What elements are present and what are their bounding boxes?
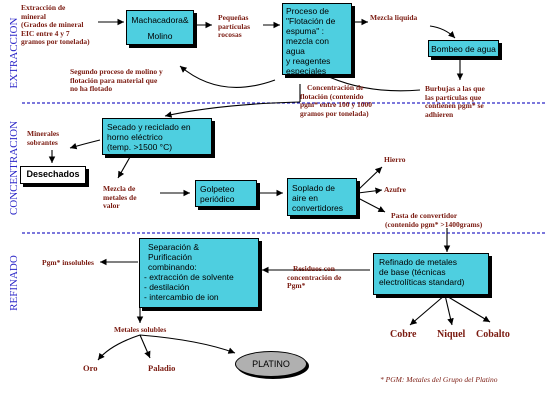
soluble-metals-label: Metales solubles	[114, 325, 167, 334]
section-label-extraction: EXTRACCION	[8, 17, 20, 89]
converter-matte-label: Pasta de convertidor (contenido pgm* >14…	[385, 211, 483, 229]
iron-label: Hierro	[384, 155, 406, 164]
section-label-refining: REFINADO	[8, 255, 20, 311]
drying-recycling-box: Secado y reciclado en horno eléctrico (t…	[102, 118, 212, 155]
copper-label: Cobre	[390, 329, 417, 340]
small-particles-label: Pequeñas partículas rocosas	[218, 13, 251, 39]
ore-extraction-label: Extracción de mineral (Grados de mineral…	[21, 3, 90, 46]
bubbles-label: Burbujas a las que las partículas que co…	[425, 84, 485, 119]
insoluble-pgm-label: Pgm* insolubles	[42, 258, 94, 267]
sulfur-label: Azufre	[384, 185, 406, 194]
liquid-mix-label: Mezcla liquida	[370, 13, 418, 22]
flotation-concentration-label: Concentración de flotación (contenido pg…	[300, 83, 372, 118]
discarded-box: Desechados	[20, 166, 86, 184]
cobalt-label: Cobalto	[476, 329, 510, 340]
leftover-minerals-label: Minerales sobrantes	[27, 129, 60, 147]
platinum-ellipse: PLATINO	[235, 351, 307, 377]
separation-purification-box: Separación & Purificación combinando: - …	[139, 238, 259, 308]
gold-label: Oro	[83, 363, 98, 373]
nickel-label: Niquel	[437, 329, 466, 340]
crusher-mill-box: Machacadora& Molino	[126, 10, 194, 45]
froth-flotation-box: Proceso de "Flotación de espuma" : mezcl…	[282, 3, 352, 76]
second-process-label: Segundo proceso de molino y flotación pa…	[70, 67, 163, 93]
air-blowing-box: Soplado de aire en convertidores	[287, 178, 357, 216]
discarded-label: Desechados	[26, 169, 80, 179]
water-pump-box: Bombeo de agua	[428, 40, 499, 57]
palladium-label: Paladio	[148, 363, 176, 373]
section-label-concentration: CONCENTRACION	[8, 120, 20, 216]
pgm-footnote: * PGM: Metales del Grupo del Platino	[380, 375, 498, 384]
residues-label: Residuos con concentración de Pgm*	[287, 264, 342, 290]
valuable-metals-mix-label: Mezcla de metales de valor	[103, 184, 137, 210]
base-metals-refining-box: Refinado de metales de base (técnicas el…	[373, 253, 489, 295]
periodic-tapping-box: Golpeteo periódico	[195, 180, 257, 207]
platinum-label: PLATINO	[252, 359, 290, 369]
